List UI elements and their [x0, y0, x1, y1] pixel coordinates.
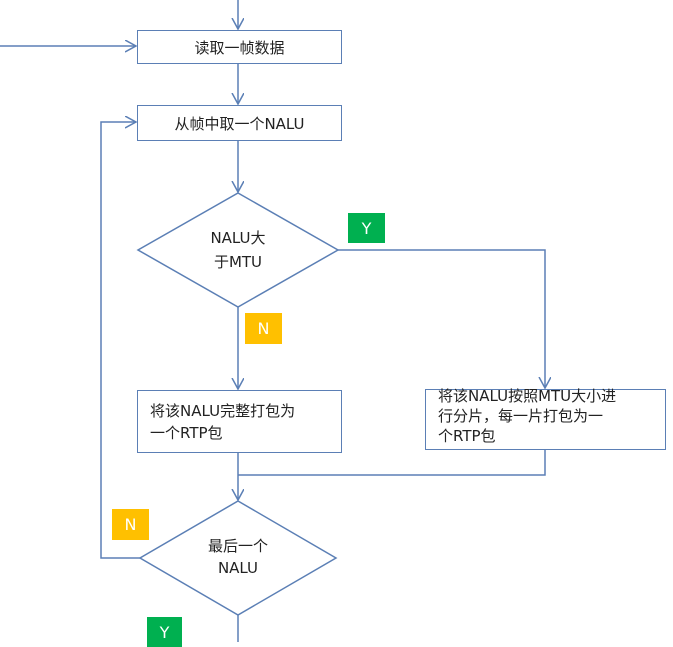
get-nalu-box: 从帧中取一个NALU — [137, 105, 342, 141]
arrow-loop-back — [100, 122, 140, 559]
decision-last-text: 最后一个 NALU — [178, 535, 298, 579]
pack-fragment-line-1: 将该NALU按照MTU大小进 — [438, 387, 617, 405]
pack-whole-box: 将该NALU完整打包为 一个RTP包 — [137, 390, 342, 453]
pack-fragment-box: 将该NALU按照MTU大小进 行分片，每一片打包为一 个RTP包 — [425, 387, 666, 450]
pack-fragment-line-2: 行分片，每一片打包为一 — [438, 407, 604, 425]
get-nalu-label: 从帧中取一个NALU — [174, 114, 305, 133]
pack-whole-line-2: 一个RTP包 — [150, 423, 223, 442]
badge-last-no: N — [112, 509, 149, 540]
read-frame-box: 读取一帧数据 — [137, 30, 342, 64]
decision-size-line-2: 于MTU — [213, 253, 263, 271]
read-frame-label: 读取一帧数据 — [194, 38, 285, 57]
decision-size-text: NALU大 于MTU — [178, 226, 298, 274]
badge-last-yes: Y — [147, 617, 182, 647]
badge-size-no: N — [245, 313, 282, 344]
decision-size-line-1: NALU大 — [210, 229, 266, 247]
pack-whole-line-1: 将该NALU完整打包为 — [150, 401, 296, 420]
pack-fragment-line-3: 个RTP包 — [438, 427, 496, 445]
arrow-yes-to-fragment — [338, 249, 545, 388]
decision-last-line-1: 最后一个 — [207, 537, 268, 555]
line-fragment-merge — [238, 450, 546, 476]
decision-last-line-2: NALU — [217, 559, 259, 577]
badge-size-yes: Y — [348, 213, 385, 243]
